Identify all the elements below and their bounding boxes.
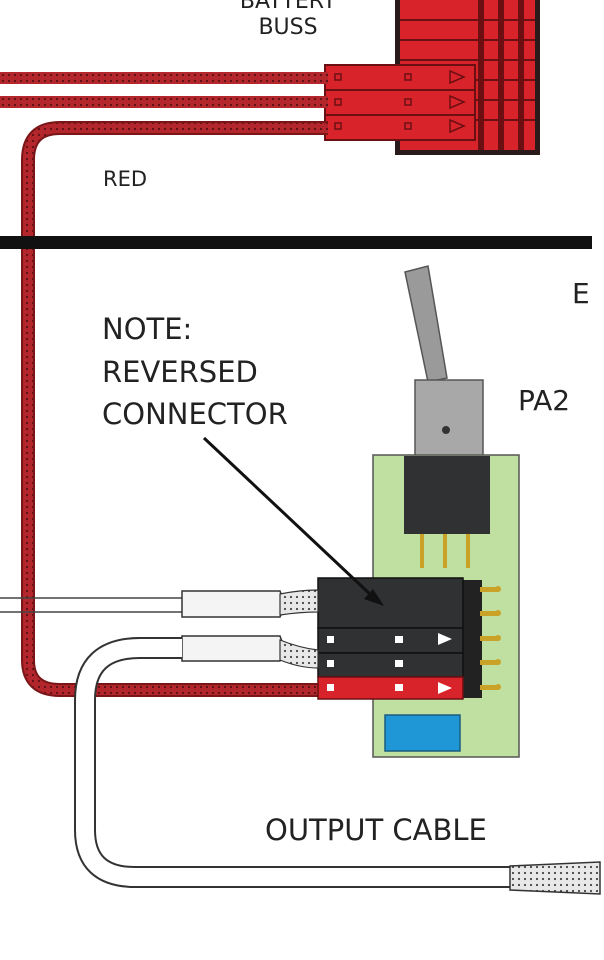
output-cable xyxy=(74,637,601,895)
red-wire xyxy=(0,72,328,697)
red-wire-label: RED xyxy=(103,167,147,191)
note-pointer-arrow xyxy=(202,436,384,606)
section-divider xyxy=(0,236,592,249)
note-line-1: NOTE: xyxy=(102,312,192,346)
battery-label-bottom: BUSS xyxy=(258,15,317,40)
reversed-connector xyxy=(317,577,464,700)
board-id-label: PA2 xyxy=(518,384,570,417)
battery-label-top: BATTERY xyxy=(240,0,337,14)
output-cable-label: OUTPUT CABLE xyxy=(265,813,487,847)
battery-buss-connector xyxy=(324,0,540,155)
toggle-switch xyxy=(404,265,484,457)
edge-letter-label: E xyxy=(572,277,590,310)
left-input-wires xyxy=(0,589,319,669)
note-line-3: CONNECTOR xyxy=(102,397,288,431)
note-line-2: REVERSED xyxy=(102,355,258,389)
